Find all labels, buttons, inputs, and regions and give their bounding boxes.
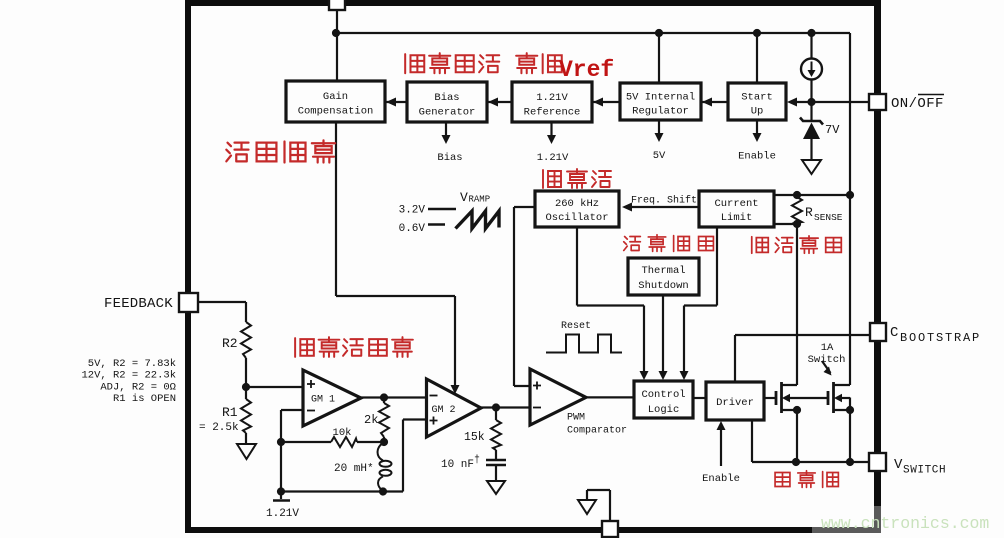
svg-text:10 nF: 10 nF: [441, 459, 474, 471]
svg-text:PWM: PWM: [567, 413, 585, 424]
svg-text:RAMP: RAMP: [469, 195, 491, 205]
svg-text:Bias: Bias: [434, 92, 459, 104]
svg-text:Gain: Gain: [323, 91, 348, 103]
svg-text:3.2V: 3.2V: [399, 205, 426, 217]
svg-text:ADJ, R2 = 0Ω: ADJ, R2 = 0Ω: [100, 381, 176, 393]
svg-text:C: C: [890, 325, 898, 341]
svg-text:Switch: Switch: [808, 354, 846, 366]
svg-text:1A: 1A: [821, 342, 834, 354]
svg-text:Up: Up: [751, 106, 764, 118]
svg-text:R1 is OPEN: R1 is OPEN: [113, 393, 176, 405]
svg-text:Reference: Reference: [524, 107, 581, 119]
svg-text:Control: Control: [641, 389, 685, 401]
svg-text:GM 2: GM 2: [432, 405, 456, 416]
svg-text:ON/OFF: ON/OFF: [891, 96, 944, 112]
svg-text:Enable: Enable: [702, 473, 740, 485]
svg-text:www.cntronics.com: www.cntronics.com: [821, 514, 989, 533]
svg-text:Compensation: Compensation: [298, 106, 374, 118]
svg-text:12V, R2 = 22.3k: 12V, R2 = 22.3k: [81, 370, 176, 382]
svg-text:Driver: Driver: [716, 397, 754, 409]
svg-text:†: †: [474, 454, 480, 466]
svg-text:Bias: Bias: [437, 152, 462, 164]
svg-text:V: V: [460, 190, 468, 205]
svg-text:2k: 2k: [364, 413, 378, 427]
svg-text:Regulator: Regulator: [632, 106, 689, 118]
svg-text:R2: R2: [222, 336, 238, 351]
svg-text:20 mH*: 20 mH*: [334, 463, 374, 475]
svg-text:GM 1: GM 1: [311, 395, 335, 406]
svg-text:R1: R1: [222, 405, 238, 420]
svg-text:Comparator: Comparator: [567, 426, 627, 437]
svg-text:0.6V: 0.6V: [399, 223, 426, 235]
svg-text:FEEDBACK: FEEDBACK: [104, 296, 173, 312]
svg-text:5V Internal: 5V Internal: [626, 92, 695, 104]
svg-text:5V: 5V: [653, 150, 666, 162]
svg-text:V: V: [894, 457, 903, 473]
svg-text:Limit: Limit: [721, 212, 753, 224]
svg-text:15k: 15k: [464, 431, 485, 444]
svg-text:7V: 7V: [825, 123, 840, 137]
svg-text:Vref: Vref: [559, 57, 614, 83]
svg-text:Thermal: Thermal: [641, 265, 685, 277]
svg-text:Oscillator: Oscillator: [545, 212, 608, 224]
svg-text:Enable: Enable: [738, 151, 776, 163]
svg-text:Shutdown: Shutdown: [638, 280, 688, 292]
svg-text:1.21V: 1.21V: [537, 152, 569, 164]
svg-text:5V, R2 = 7.83k: 5V, R2 = 7.83k: [88, 358, 176, 370]
svg-text:Reset: Reset: [561, 321, 591, 332]
svg-text:SWITCH: SWITCH: [903, 465, 946, 477]
svg-text:Current: Current: [714, 198, 758, 210]
svg-text:BOOTSTRAP: BOOTSTRAP: [900, 331, 981, 345]
svg-text:Start: Start: [741, 92, 773, 104]
svg-text:1.21V: 1.21V: [536, 92, 568, 104]
svg-text:R: R: [805, 205, 813, 220]
svg-text:260 kHz: 260 kHz: [555, 198, 599, 210]
svg-text:Logic: Logic: [648, 404, 680, 416]
svg-text:Freq. Shift: Freq. Shift: [631, 195, 697, 207]
svg-text:Generator: Generator: [419, 107, 476, 119]
svg-text:SENSE: SENSE: [814, 212, 843, 223]
svg-text:1.21V: 1.21V: [266, 508, 299, 520]
svg-text:10k: 10k: [333, 427, 352, 439]
svg-text:= 2.5k: = 2.5k: [199, 422, 239, 434]
